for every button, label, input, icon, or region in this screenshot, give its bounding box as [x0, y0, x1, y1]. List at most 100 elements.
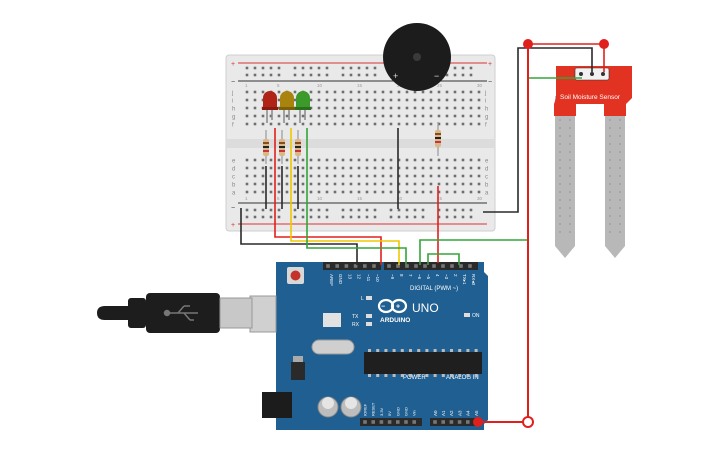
row-letter: a: [232, 191, 236, 197]
piezo-buzzer[interactable]: + −: [383, 23, 451, 91]
digital-pin-label: 4: [435, 274, 440, 277]
wire-node-1[interactable]: [523, 39, 533, 49]
header-top-right: [384, 262, 478, 270]
wire-yellow-pin10[interactable]: [290, 128, 400, 265]
led-label-tx: TX: [352, 314, 359, 320]
row-letter: c: [485, 175, 488, 181]
usb-symbol-icon: [163, 305, 198, 321]
digital-pin-label: 13: [347, 274, 352, 280]
wire-node-2[interactable]: [599, 39, 609, 49]
led-red[interactable]: [262, 91, 278, 123]
row-letter: b: [232, 183, 236, 189]
led-yellow[interactable]: [279, 91, 295, 123]
row-letter: e: [232, 159, 236, 165]
led-label-on: ON: [472, 313, 480, 319]
row-letter: h: [485, 107, 488, 113]
svg-text:+: +: [396, 304, 400, 311]
power-label: POWER: [403, 375, 426, 381]
digital-pin-label: ~9: [390, 274, 395, 280]
digital-pin-label: ~3: [444, 274, 449, 280]
resistor-4[interactable]: [435, 122, 441, 156]
voltage-regulator: [291, 362, 305, 380]
atmega-chip: [364, 352, 482, 374]
analog-pin-label: A1: [441, 410, 446, 416]
wire-black-gnd[interactable]: [240, 208, 358, 265]
column-number: 25: [437, 83, 443, 88]
rail-plus-label: +: [231, 61, 235, 68]
power-pin-label: IOREF: [363, 403, 368, 416]
soil-moisture-sensor[interactable]: Soil Moisture Sensor: [554, 66, 632, 258]
digital-pin-label: RX◂0: [471, 274, 476, 286]
digital-pin-label: ~11: [366, 274, 371, 282]
analog-pin-label: A5: [474, 410, 479, 416]
row-letter: c: [232, 175, 235, 181]
row-letter: f: [485, 123, 487, 129]
digital-pin-label: 2: [453, 274, 458, 277]
buzzer-plus-label: +: [393, 71, 398, 81]
resistor-3[interactable]: [295, 130, 301, 164]
wire-green-pin9[interactable]: [306, 128, 407, 265]
column-number: 25: [437, 196, 443, 201]
column-number: 30: [477, 196, 483, 201]
usb-chip: [323, 313, 341, 327]
sensor-label: Soil Moisture Sensor: [560, 94, 621, 101]
led-yellow-lens: [280, 91, 294, 108]
digital-pin-label: ~6: [417, 274, 422, 280]
sensor-probe-left: [555, 96, 575, 246]
rail-plus-label-right: +: [488, 61, 492, 68]
sensor-probe-right: [605, 96, 625, 246]
row-letter: f: [232, 123, 234, 129]
rail-plus-label-bottom: +: [231, 222, 235, 229]
digital-pin-label: TX▸1: [462, 274, 467, 285]
arduino-logo: − +: [377, 298, 408, 314]
digital-pin-label: ~5: [426, 274, 431, 280]
power-pin-label: RESET: [371, 402, 376, 416]
column-number: 1: [245, 196, 248, 201]
row-letter: h: [232, 107, 235, 113]
center-channel: [226, 139, 495, 148]
usb-port[interactable]: [249, 295, 277, 333]
analog-pin-label: A0: [433, 410, 438, 416]
row-letter: i: [485, 99, 486, 105]
led-green[interactable]: [295, 91, 311, 123]
column-number: 15: [357, 196, 363, 201]
usb-cable[interactable]: [97, 293, 253, 333]
wire-black-sensor-gnd[interactable]: [483, 47, 593, 213]
column-number: 30: [477, 83, 483, 88]
resistor-2[interactable]: [279, 130, 285, 164]
power-pin-label: GND: [404, 407, 409, 416]
digital-pin-label: 7: [408, 274, 413, 277]
wire-green-pin-short[interactable]: [427, 253, 460, 265]
rail-minus-label: −: [231, 79, 235, 86]
buzzer-minus-label: −: [434, 71, 439, 81]
digital-pin-label: 8: [399, 274, 404, 277]
column-number: 15: [357, 83, 363, 88]
header-analog: [430, 418, 480, 426]
analog-pin-label: A3: [457, 410, 462, 416]
wire-red-pin11[interactable]: [274, 128, 382, 265]
usb-plug-metal: [219, 297, 253, 329]
svg-text:−: −: [381, 304, 385, 311]
wire-node-4[interactable]: [473, 417, 483, 427]
analog-pin-label: A2: [449, 410, 454, 416]
row-letter: b: [485, 183, 489, 189]
row-letter: d: [232, 167, 235, 173]
wire-node-3[interactable]: [522, 416, 534, 428]
resistor-1[interactable]: [263, 130, 269, 164]
header-top-left: [323, 262, 381, 270]
digital-pin-label: ~10: [375, 274, 380, 282]
power-pin-label: GND: [395, 407, 400, 416]
power-jack[interactable]: [262, 392, 292, 418]
row-letter: g: [485, 115, 488, 121]
power-pin-label: 5V: [387, 411, 392, 416]
breadboard-row-letters: jjiihhggffeeddccbbaa11551010151520202525…: [231, 83, 489, 201]
wires: [240, 39, 609, 428]
digital-pin-label: 12: [357, 274, 362, 280]
column-number: 5: [277, 196, 280, 201]
row-letter: j: [484, 91, 486, 97]
column-number: 20: [397, 196, 403, 201]
